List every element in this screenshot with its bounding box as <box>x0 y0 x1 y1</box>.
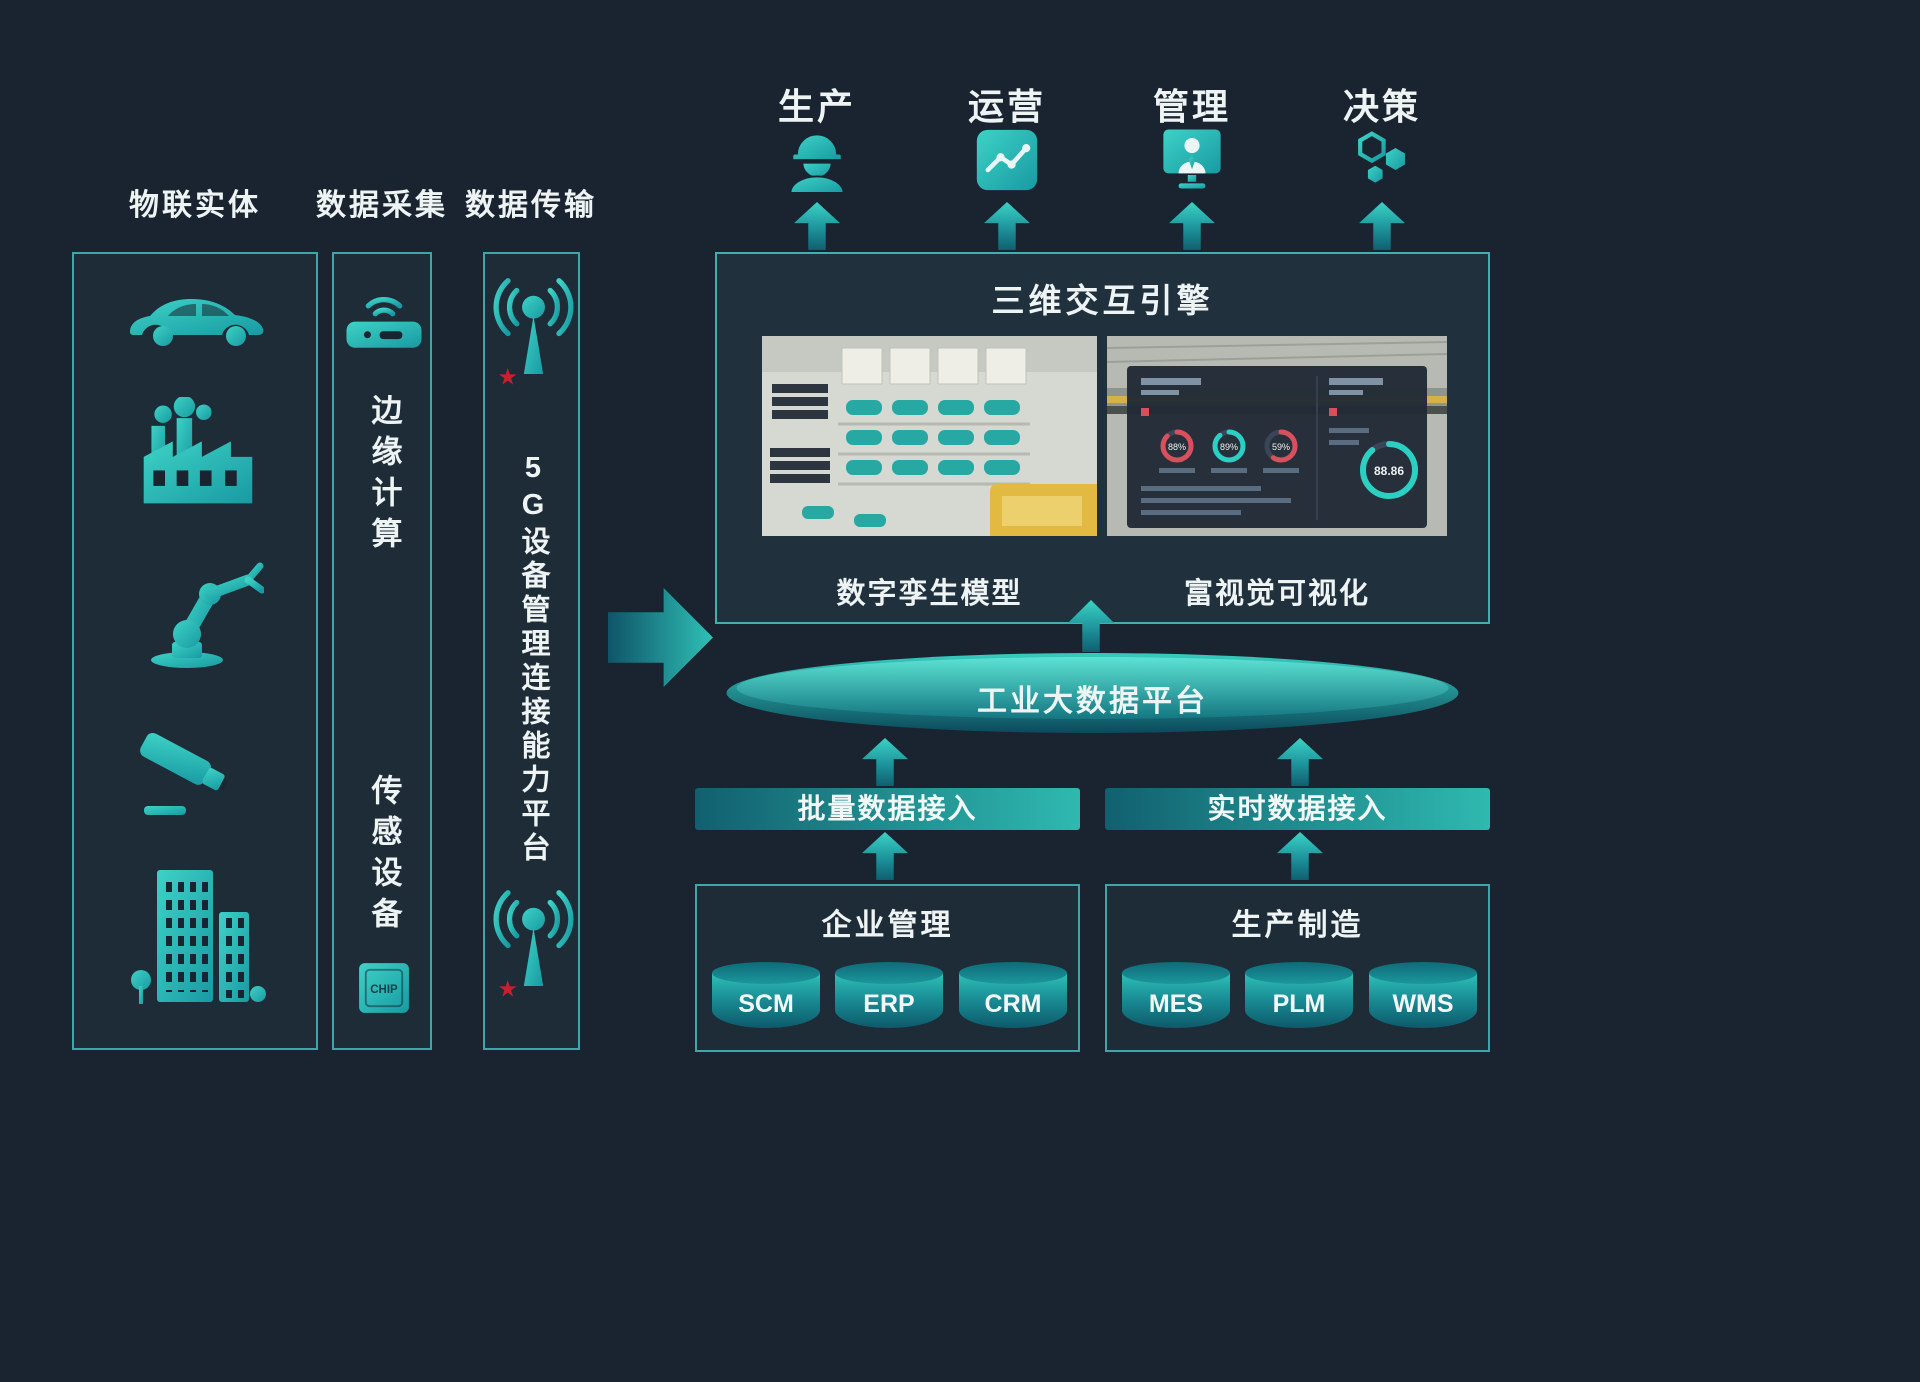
iot-entities-column <box>72 252 318 1050</box>
output-label-management: 管理 <box>1152 86 1231 127</box>
decision-hexagons-icon <box>1358 131 1405 183</box>
caption-visualization: 富视觉可视化 <box>1183 578 1370 610</box>
cylinder-top <box>1122 962 1230 984</box>
cylinder-top <box>1245 962 1353 984</box>
antenna-bottom-icon: ★ <box>493 890 574 1000</box>
platform-disk: 工业大数据平台 <box>725 652 1460 734</box>
db-label: ERP <box>863 990 915 1018</box>
output-label-production: 生产 <box>777 86 856 127</box>
car-icon <box>130 299 264 346</box>
digital-twin-image <box>762 336 1097 536</box>
gauge-value: 88% <box>1168 442 1186 452</box>
db-cylinder-mes: MES <box>1122 962 1230 1028</box>
factory-icon <box>143 397 253 504</box>
up-arrow-icon <box>1169 202 1215 250</box>
cylinder-top <box>835 962 943 984</box>
gauge-value: 89% <box>1220 442 1238 452</box>
data-collection-column: 边缘计算 传感设备 CHIP <box>332 252 432 1050</box>
cylinder-top <box>712 962 820 984</box>
operations-chart-icon <box>976 129 1038 191</box>
up-arrow-icon <box>1277 738 1323 786</box>
db-label: WMS <box>1392 990 1454 1018</box>
output-label-operations: 运营 <box>967 86 1046 127</box>
robot-arm-icon <box>151 562 264 668</box>
output-label-decision: 决策 <box>1342 86 1421 127</box>
red-star-icon: ★ <box>497 363 517 388</box>
chip-icon: CHIP <box>343 947 425 1029</box>
chip-text: CHIP <box>370 984 398 996</box>
engine-box: 三维交互引擎 <box>715 252 1490 624</box>
db-cylinder-scm: SCM <box>712 962 820 1028</box>
up-arrow-icon <box>1359 202 1405 250</box>
db-cylinder-wms: WMS <box>1369 962 1477 1028</box>
db-label: SCM <box>738 990 794 1018</box>
caption-digital-twin: 数字孪生模型 <box>836 578 1023 610</box>
up-arrow-icon <box>984 202 1030 250</box>
db-cylinder-crm: CRM <box>959 962 1067 1028</box>
engine-title: 三维交互引擎 <box>991 282 1214 319</box>
up-arrow-icon <box>1277 832 1323 880</box>
column-header-data-collection: 数据采集 <box>316 189 448 222</box>
cctv-camera-icon <box>140 732 229 815</box>
buildings-icon <box>131 870 266 1004</box>
five-g-platform-label: 5G设备管理连接能力平台 <box>517 452 549 866</box>
manufacturing-box-title: 生产制造 <box>1231 909 1364 942</box>
db-cylinder-plm: PLM <box>1245 962 1353 1028</box>
manufacturing-box: 生产制造 MES PLM WMS <box>1105 884 1490 1052</box>
realtime-access-bar: 实时数据接入 <box>1105 788 1490 830</box>
enterprise-management-box: 企业管理 SCM ERP CRM <box>695 884 1080 1052</box>
column-header-data-transmission: 数据传输 <box>465 189 597 222</box>
up-arrow-icon <box>794 202 840 250</box>
enterprise-box-title: 企业管理 <box>821 909 954 942</box>
up-arrow-icon <box>862 832 908 880</box>
cylinder-top <box>959 962 1067 984</box>
red-star-icon: ★ <box>497 975 517 1000</box>
edge-gateway-icon <box>346 297 422 348</box>
sensor-device-label: 传感设备 <box>366 774 402 938</box>
db-label: CRM <box>984 990 1042 1018</box>
db-label: PLM <box>1272 990 1326 1018</box>
up-arrow-icon <box>862 738 908 786</box>
flow-arrow-icon <box>608 588 713 687</box>
big-gauge-value: 88.86 <box>1374 464 1404 478</box>
gauge-value: 59% <box>1272 442 1290 452</box>
db-cylinder-erp: ERP <box>835 962 943 1028</box>
edge-computing-label: 边缘计算 <box>366 394 402 558</box>
visualization-dashboard-image: 88% 89% 59% 88.86 <box>1107 336 1447 536</box>
data-transmission-column: ★ 5G设备管理连接能力平台 ★ <box>483 252 580 1050</box>
antenna-top-icon: ★ <box>493 278 574 388</box>
platform-label: 工业大数据平台 <box>977 685 1208 718</box>
batch-access-bar: 批量数据接入 <box>695 788 1080 830</box>
db-label: MES <box>1148 990 1204 1018</box>
worker-icon <box>789 135 845 194</box>
cylinder-top <box>1369 962 1477 984</box>
column-header-iot-entities: 物联实体 <box>129 189 261 222</box>
manager-icon <box>1163 129 1221 189</box>
